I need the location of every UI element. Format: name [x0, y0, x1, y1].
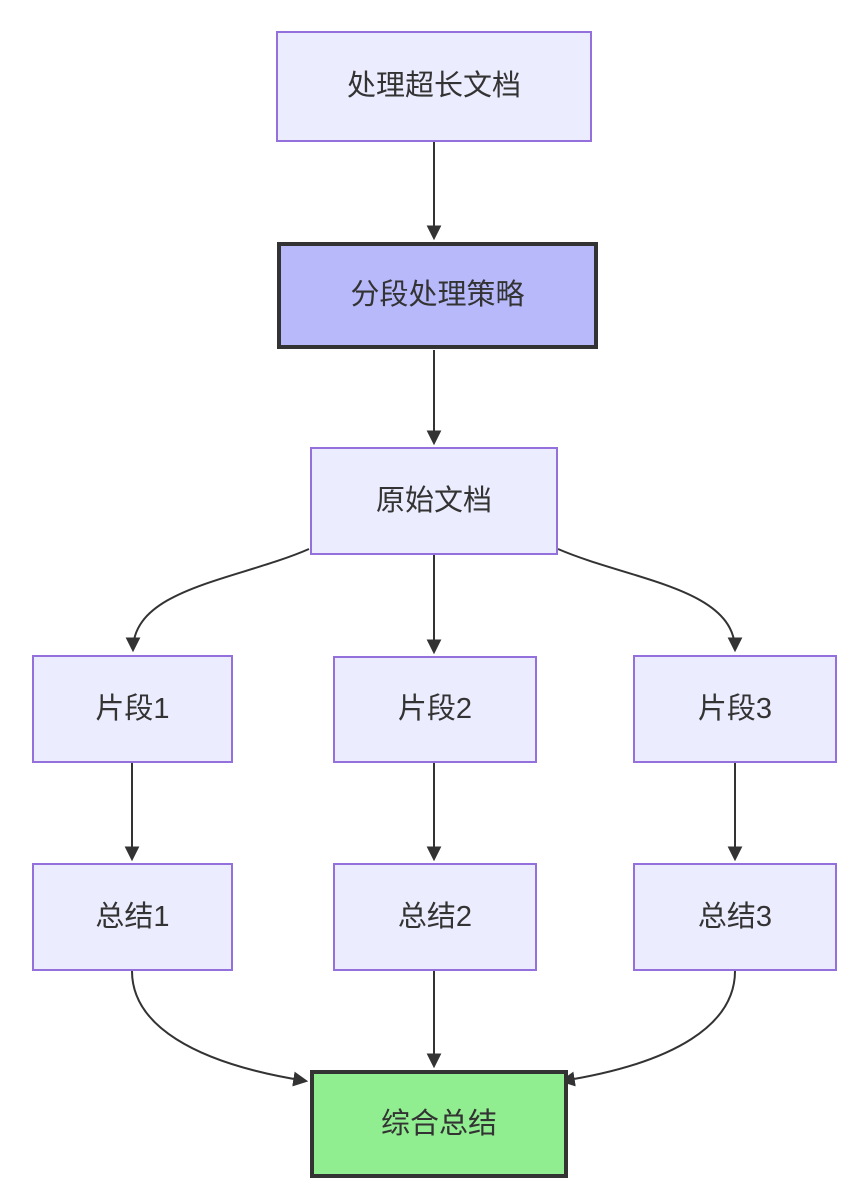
edge-sum1-final: [131, 970, 309, 1087]
node-frag1: 片段1: [32, 655, 233, 763]
node-sum3: 总结3: [633, 863, 837, 971]
node-sum1-label: 总结1: [95, 900, 170, 933]
node-main: 处理超长文档: [276, 31, 592, 142]
node-frag2-label: 片段2: [397, 693, 473, 726]
node-strategy: 分段处理策略: [277, 242, 598, 349]
node-doc: 原始文档: [310, 447, 558, 555]
node-sum1: 总结1: [32, 863, 233, 971]
node-sum2-label: 总结2: [397, 900, 473, 933]
node-final: 综合总结: [310, 1070, 568, 1178]
node-strategy-label: 分段处理策略: [350, 279, 525, 312]
node-frag3-label: 片段3: [697, 692, 773, 725]
node-frag3: 片段3: [633, 655, 837, 763]
node-final-label: 综合总结: [380, 1107, 497, 1140]
node-doc-label: 原始文档: [375, 484, 492, 517]
node-sum2: 总结2: [333, 863, 537, 971]
edge-doc-frag1: [125, 548, 310, 653]
node-main-label: 处理超长文档: [346, 70, 521, 103]
edge-doc-frag3: [557, 548, 743, 653]
edge-sum3-final: [559, 970, 736, 1087]
node-frag1-label: 片段1: [95, 692, 170, 725]
node-frag2: 片段2: [333, 656, 537, 763]
node-sum3-label: 总结3: [697, 900, 773, 933]
